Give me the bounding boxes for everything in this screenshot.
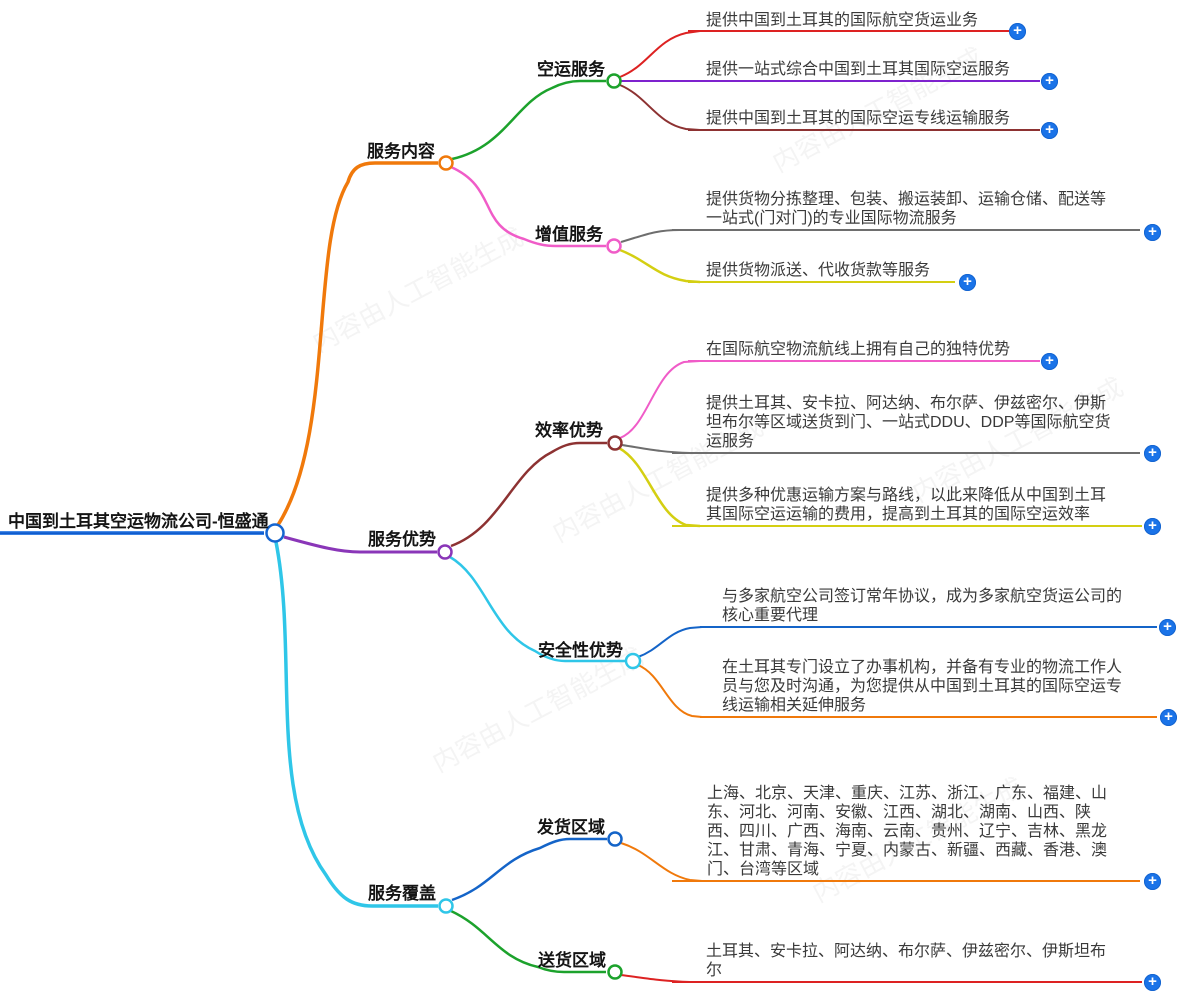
node-value-added-label[interactable]: 增值服务 <box>535 225 603 244</box>
leaf-text[interactable]: 提供中国到土耳其的国际空运专线运输服务 <box>706 110 1011 127</box>
branch-service-content-label[interactable]: 服务内容 <box>367 142 435 161</box>
leaf-text[interactable]: 在国际航空物流航线上拥有自己的独特优势 <box>706 341 1011 358</box>
root-node-underline <box>0 531 264 535</box>
edge-leaf-6 <box>619 360 701 439</box>
leaf-underline <box>688 30 1010 32</box>
node-dot-efficiency[interactable] <box>607 435 623 451</box>
node-dot-value-added[interactable] <box>606 238 622 254</box>
node-dot-root[interactable] <box>265 523 285 543</box>
node-dot-shipping-region[interactable] <box>607 831 623 847</box>
expand-plus-icon[interactable] <box>1144 518 1161 535</box>
leaf-text[interactable]: 与多家航空公司签订常年协议，成为多家航空货运公司的核心重要代理 <box>722 588 1123 624</box>
leaf-underline <box>688 281 955 283</box>
node-dot-service-content[interactable] <box>438 155 454 171</box>
node-shipping-region-label[interactable]: 发货区域 <box>537 818 605 837</box>
expand-plus-icon[interactable] <box>1041 73 1058 90</box>
expand-plus-icon[interactable] <box>1144 445 1161 462</box>
expand-plus-icon[interactable] <box>1144 873 1161 890</box>
edge-safety <box>449 555 625 663</box>
leaf-text[interactable]: 提供土耳其、安卡拉、阿达纳、布尔萨、伊兹密尔、伊斯坦布尔等区域送货到门、一站式D… <box>706 395 1111 450</box>
leaf-text[interactable]: 提供多种优惠运输方案与路线，以此来降低从中国到土耳其国际空运运输的费用，提高到土… <box>706 487 1107 523</box>
edge-leaf-10 <box>637 664 703 718</box>
expand-plus-icon[interactable] <box>959 274 976 291</box>
node-dot-delivery-region[interactable] <box>607 964 623 980</box>
edge-leaf-3 <box>619 84 701 131</box>
node-dot-safety[interactable] <box>624 652 642 670</box>
edge-root-service-content <box>276 161 438 526</box>
expand-plus-icon[interactable] <box>1041 122 1058 139</box>
node-dot-air-freight[interactable] <box>606 73 622 89</box>
edge-leaf-5 <box>619 248 701 284</box>
node-dot-service-coverage[interactable] <box>438 898 454 914</box>
leaf-text[interactable]: 提供货物分拣整理、包装、搬运装卸、运输仓储、配送等一站式(门对门)的专业国际物流… <box>706 191 1107 227</box>
edge-leaf-8 <box>618 446 701 528</box>
leaf-underline <box>672 981 1142 983</box>
edge-leaf-11 <box>620 842 703 882</box>
expand-plus-icon[interactable] <box>1009 23 1026 40</box>
branch-service-coverage-label[interactable]: 服务覆盖 <box>368 884 436 903</box>
edge-leaf-1 <box>619 30 701 78</box>
leaf-text[interactable]: 土耳其、安卡拉、阿达纳、布尔萨、伊兹密尔、伊斯坦布尔 <box>706 943 1107 979</box>
expand-plus-icon[interactable] <box>1160 709 1177 726</box>
node-delivery-region-label[interactable]: 送货区域 <box>538 951 606 970</box>
expand-plus-icon[interactable] <box>1144 224 1161 241</box>
root-node-label[interactable]: 中国到土耳其空运物流公司-恒盛通 <box>8 512 269 531</box>
edge-air-freight <box>451 79 606 161</box>
leaf-underline <box>672 229 1140 231</box>
edge-value-added <box>450 165 606 248</box>
leaf-underline <box>688 129 1040 131</box>
edge-leaf-9 <box>637 626 703 658</box>
leaf-underline <box>700 716 1157 718</box>
branch-service-advantage-label[interactable]: 服务优势 <box>368 530 436 549</box>
leaf-text[interactable]: 提供货物派送、代收货款等服务 <box>706 262 931 279</box>
node-safety-label[interactable]: 安全性优势 <box>538 641 623 660</box>
edge-leaf-4 <box>620 229 681 243</box>
expand-plus-icon[interactable] <box>1144 974 1161 991</box>
edge-root-service-advantage <box>283 535 437 554</box>
node-efficiency-label[interactable]: 效率优势 <box>535 421 603 440</box>
expand-plus-icon[interactable] <box>1159 619 1176 636</box>
leaf-underline <box>688 360 1040 362</box>
leaf-text[interactable]: 提供一站式综合中国到土耳其国际空运服务 <box>706 61 1011 78</box>
leaf-underline <box>672 880 1140 882</box>
edge-root-service-coverage <box>274 541 438 908</box>
leaf-text[interactable]: 在土耳其专门设立了办事机构，并备有专业的物流工作人员与您及时沟通，为您提供从中国… <box>722 659 1123 714</box>
leaf-underline <box>688 80 1040 82</box>
leaf-text[interactable]: 上海、北京、天津、重庆、江苏、浙江、广东、福建、山东、河北、河南、安徽、江西、湖… <box>707 785 1108 878</box>
node-air-freight-label[interactable]: 空运服务 <box>537 60 605 79</box>
leaf-underline <box>672 452 1140 454</box>
leaf-underline <box>672 525 1142 527</box>
edge-shipping-region <box>451 837 607 902</box>
edge-efficiency <box>450 441 607 548</box>
node-dot-service-advantage[interactable] <box>437 544 453 560</box>
edge-delivery-region <box>450 909 606 974</box>
leaf-underline <box>700 626 1157 628</box>
expand-plus-icon[interactable] <box>1041 353 1058 370</box>
leaf-text[interactable]: 提供中国到土耳其的国际航空货运业务 <box>706 12 979 29</box>
